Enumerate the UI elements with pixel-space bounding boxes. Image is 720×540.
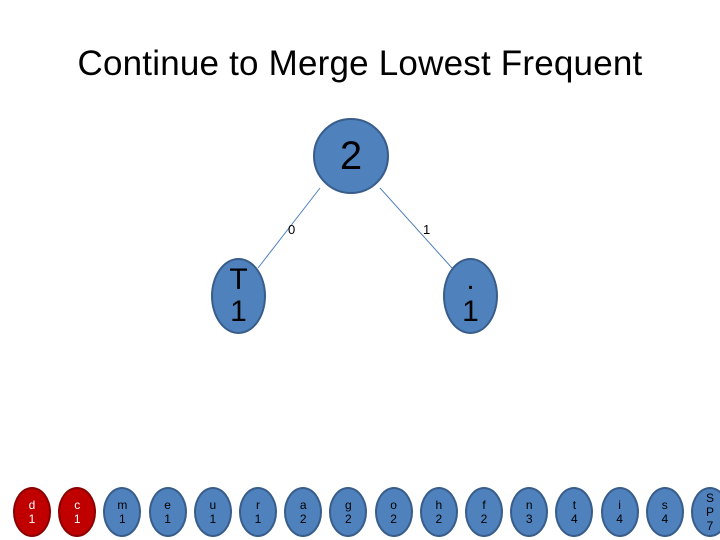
leaf-count: 1: [119, 512, 126, 526]
leaf-count: 1: [254, 512, 262, 526]
leaf-count: 1: [73, 512, 81, 526]
node-left-symbol: T: [229, 263, 248, 296]
leaf-count: 1: [164, 512, 171, 526]
leaf-symbol: u: [209, 498, 217, 512]
leaf-symbol: f: [482, 498, 486, 512]
edge-root-right: [379, 187, 453, 269]
leaf-count: 2: [435, 512, 443, 526]
node-right: . 1: [443, 258, 498, 334]
leaf-count: 2: [390, 512, 397, 526]
root-node-label: 2: [339, 134, 363, 178]
edge-label-left: 0: [288, 222, 296, 237]
leaf-count: 4: [616, 512, 623, 526]
leaf-symbol: d: [28, 498, 36, 512]
leaf-symbol: S P: [705, 491, 714, 519]
leaf-symbol: i: [618, 498, 621, 512]
leaf-symbol: e: [164, 498, 171, 512]
leaf-symbol: o: [390, 498, 397, 512]
leaf-count: 2: [345, 512, 352, 526]
leaf-symbol: n: [525, 498, 533, 512]
leaf-symbol: m: [117, 498, 128, 512]
edge-root-left: [257, 187, 321, 269]
slide-title: Continue to Merge Lowest Frequent: [77, 44, 643, 83]
leaf-symbol: c: [74, 498, 81, 512]
node-right-symbol: .: [466, 263, 475, 296]
leaf-count: 3: [525, 512, 533, 526]
leaf-symbol: r: [256, 498, 260, 512]
leaf-symbol: a: [299, 498, 307, 512]
leaf-symbol: s: [661, 498, 668, 512]
root-node: 2: [313, 118, 389, 194]
leaf-count: 4: [661, 512, 669, 526]
leaf-count: 1: [209, 512, 217, 526]
leaf-count: 1: [28, 512, 36, 526]
edge-label-right: 1: [423, 222, 431, 237]
leaf-symbol: t: [572, 498, 577, 512]
node-left: T 1: [211, 258, 266, 334]
leaf-symbol: h: [435, 498, 443, 512]
leaf-count: 2: [299, 512, 307, 526]
leaf-symbol: g: [345, 498, 352, 512]
leaf-count: 2: [480, 512, 488, 526]
node-right-count: 1: [462, 295, 479, 328]
leaf-count: 7: [706, 519, 714, 533]
leaf-count: 4: [571, 512, 578, 526]
node-left-count: 1: [230, 295, 247, 328]
